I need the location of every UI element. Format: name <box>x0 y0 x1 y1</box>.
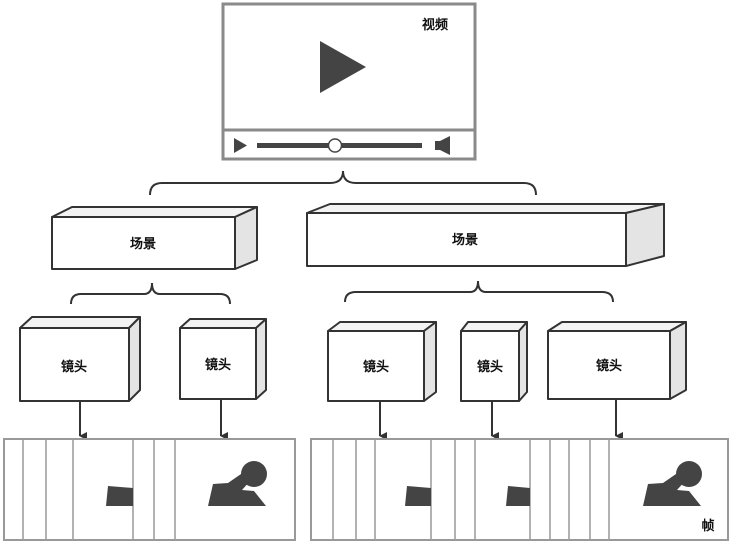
shot-label-2: 镜头 <box>205 357 231 373</box>
video-player: 视频 <box>221 2 477 161</box>
shot-box-4 <box>460 321 528 402</box>
shot-label-4: 镜头 <box>477 359 503 375</box>
frame-figure <box>106 486 133 506</box>
shot-box-5 <box>547 321 687 400</box>
scene1-brace <box>70 282 231 305</box>
scene2-brace <box>344 280 614 303</box>
shot-box-1 <box>19 316 141 402</box>
frame-strip-1 <box>3 438 296 541</box>
volume-icon[interactable] <box>435 136 450 155</box>
scene-box-1 <box>51 206 258 270</box>
scene-label-2: 场景 <box>452 233 478 248</box>
play-small-icon[interactable] <box>234 138 247 153</box>
progress-handle[interactable] <box>327 138 343 153</box>
video-label: 视频 <box>422 17 448 33</box>
frame-strip-2: 帧 <box>310 438 729 541</box>
shot-box-2 <box>179 318 267 400</box>
frame-figure <box>643 461 702 506</box>
shot-label-1: 镜头 <box>61 359 87 375</box>
frame-figure <box>405 486 431 506</box>
scene-box-2 <box>306 203 665 267</box>
shot-label-3: 镜头 <box>363 359 389 375</box>
play-big-icon <box>320 41 366 93</box>
shot-label-5: 镜头 <box>596 358 622 374</box>
shot-box-3 <box>327 321 437 402</box>
frame-figure <box>506 486 530 506</box>
video-player-frame <box>221 2 477 161</box>
frame-figure <box>208 461 267 506</box>
frame-label: 帧 <box>701 518 714 534</box>
scene-label-1: 场景 <box>130 237 156 252</box>
video-brace <box>149 170 537 196</box>
